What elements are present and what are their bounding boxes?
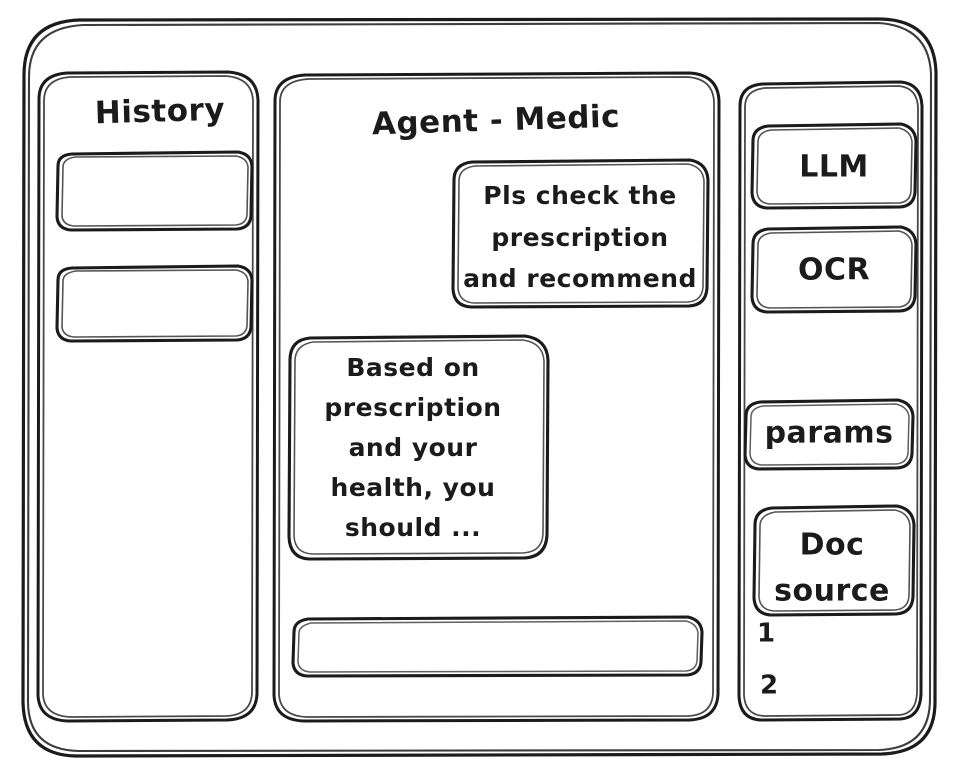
assistant-message-line-1: Based on xyxy=(346,353,479,382)
user-message-line-1: Pls check the xyxy=(483,181,676,210)
history-panel: History xyxy=(36,70,260,723)
assistant-message-line-4: health, you xyxy=(331,473,496,502)
assistant-message-line-3: and your xyxy=(349,433,478,462)
agent-panel: Agent - Medic Pls check the prescription… xyxy=(272,71,721,723)
doc-source-line-1: Doc xyxy=(800,528,865,563)
user-message-line-3: and recommend xyxy=(463,264,697,293)
tool-button-ocr-label: OCR xyxy=(798,253,870,288)
user-message-bubble: Pls check the prescription and recommend xyxy=(451,158,710,309)
agent-panel-title: Agent - Medic xyxy=(371,99,620,143)
doc-source-line-2: source xyxy=(774,574,890,609)
tool-button-llm-label: LLM xyxy=(799,150,869,185)
assistant-message-line-2: prescription xyxy=(324,393,501,422)
composer-input[interactable] xyxy=(291,615,704,678)
window-frame xyxy=(21,17,938,758)
doc-source-card[interactable]: Doc source xyxy=(752,504,916,617)
tool-button-params-label: params xyxy=(765,416,894,451)
tools-panel: LLM OCR params Doc source 1 2 xyxy=(737,80,924,722)
tool-button-ocr[interactable]: OCR xyxy=(750,225,918,314)
history-title: History xyxy=(94,92,225,132)
tool-button-llm[interactable]: LLM xyxy=(750,122,918,210)
doc-source-list-item-2[interactable]: 2 xyxy=(760,671,779,701)
user-message-line-2: prescription xyxy=(491,223,668,252)
doc-source-list-item-1[interactable]: 1 xyxy=(757,619,776,649)
assistant-message-line-5: should ... xyxy=(345,513,481,542)
history-item-1[interactable] xyxy=(55,150,254,232)
history-item-2[interactable] xyxy=(55,264,254,343)
tool-button-params[interactable]: params xyxy=(743,398,915,471)
assistant-message-bubble: Based on prescription and your health, y… xyxy=(287,334,550,561)
